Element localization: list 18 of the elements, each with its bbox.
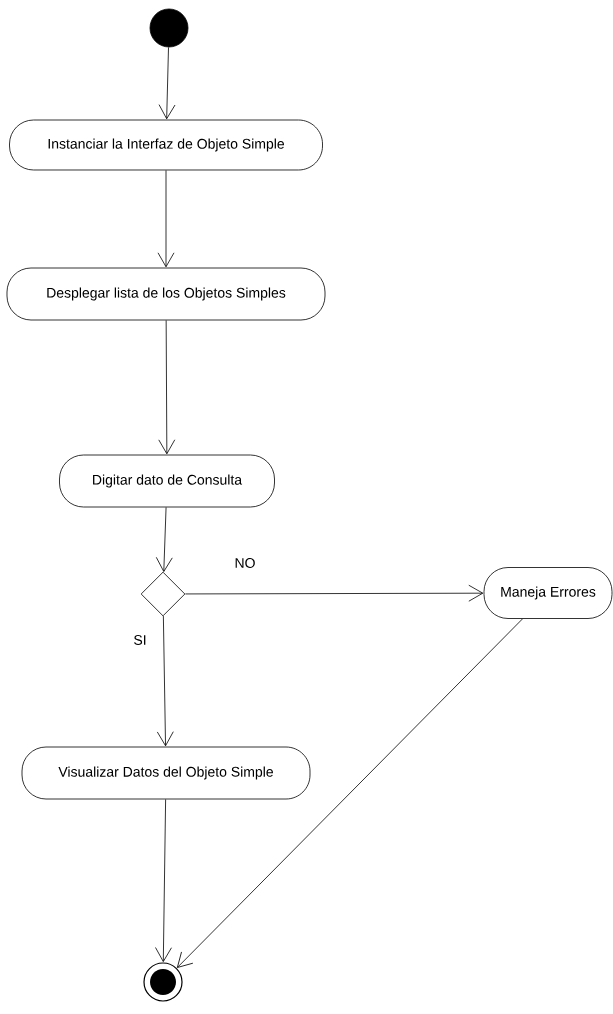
end-node <box>143 962 183 1002</box>
arrow <box>156 615 174 747</box>
arrow <box>184 584 484 602</box>
start-node <box>149 8 189 48</box>
action-box: Desplegar lista de los Objetos Simples <box>6 267 326 321</box>
action-box: Maneja Errores <box>483 567 613 619</box>
action-box: Digitar dato de Consulta <box>59 454 275 508</box>
arrow <box>176 618 523 968</box>
edge-label: SI <box>132 634 148 646</box>
arrow <box>158 320 176 455</box>
action-box: Visualizar Datos del Objeto Simple <box>21 746 311 800</box>
edge-label: NO <box>233 557 257 569</box>
arrow <box>157 170 175 268</box>
decision-diamond <box>140 571 186 617</box>
arrow <box>158 47 176 120</box>
arrow <box>155 507 173 572</box>
action-box: Instanciar la Interfaz de Objeto Simple <box>9 119 323 171</box>
arrow <box>155 799 172 962</box>
